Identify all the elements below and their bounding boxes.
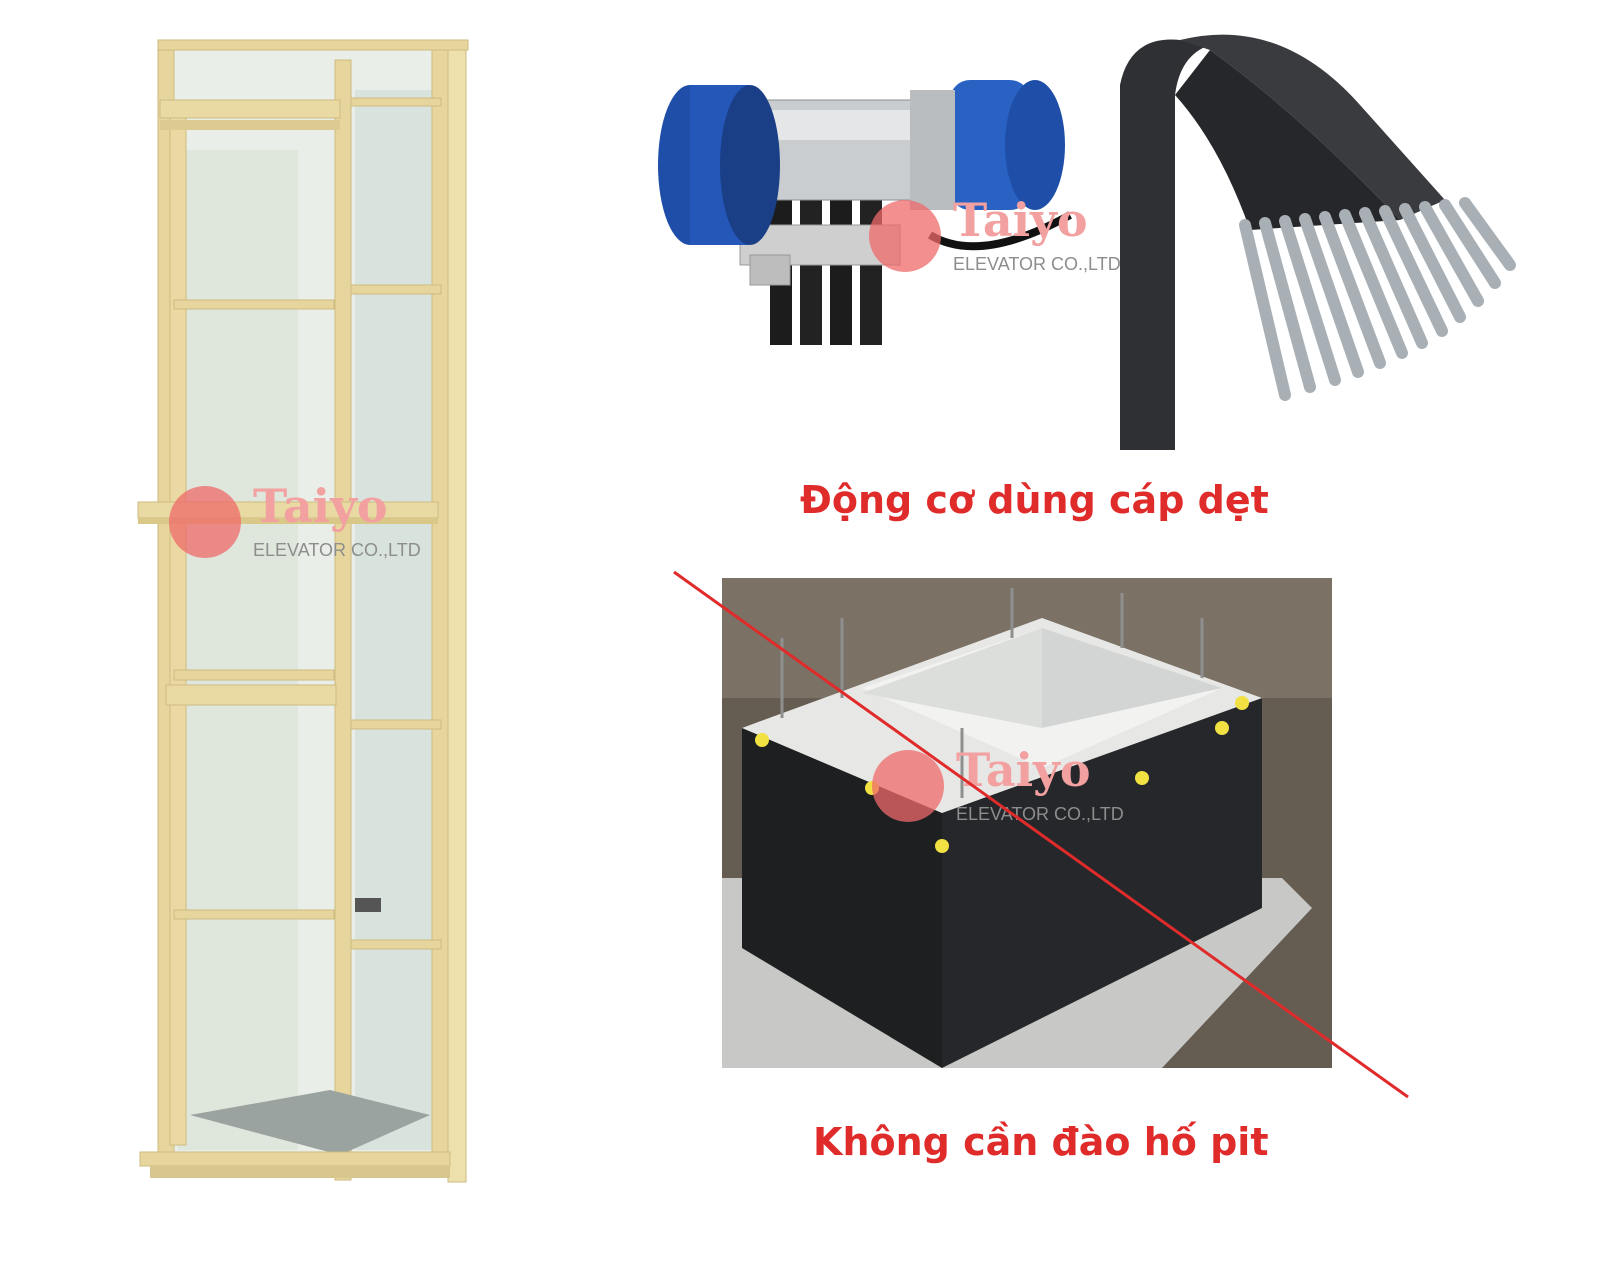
watermark-sub: ELEVATOR CO.,LTD	[956, 804, 1124, 824]
watermark-motor: Taiyo ELEVATOR CO.,LTD	[865, 190, 1165, 290]
taiyo-logo-icon: Taiyo ELEVATOR CO.,LTD	[869, 193, 1121, 274]
flat-belt-drawing	[1120, 34, 1516, 451]
caption-no-pit: Không cần đào hố pit	[813, 1120, 1269, 1164]
elevator-cabin-illustration	[130, 30, 490, 1245]
caption-flat-cable-motor: Động cơ dùng cáp dẹt	[800, 478, 1269, 522]
watermark-brand: Taiyo	[953, 193, 1088, 247]
watermark-sub: ELEVATOR CO.,LTD	[253, 540, 421, 560]
watermark-sub: ELEVATOR CO.,LTD	[953, 254, 1121, 274]
watermark-brand: Taiyo	[956, 743, 1091, 797]
traction-motor-image	[650, 55, 1090, 345]
motor-drawing	[658, 80, 1072, 345]
watermark-cabin: Taiyo ELEVATOR CO.,LTD	[165, 470, 465, 570]
watermark-pit: Taiyo ELEVATOR CO.,LTD	[868, 740, 1168, 840]
flat-belt-cable-image	[1100, 25, 1530, 455]
taiyo-logo-icon: Taiyo ELEVATOR CO.,LTD	[169, 479, 421, 560]
taiyo-logo-icon: Taiyo ELEVATOR CO.,LTD	[872, 743, 1124, 824]
watermark-brand: Taiyo	[253, 479, 388, 533]
elevator-cabin-drawing	[137, 39, 469, 1183]
